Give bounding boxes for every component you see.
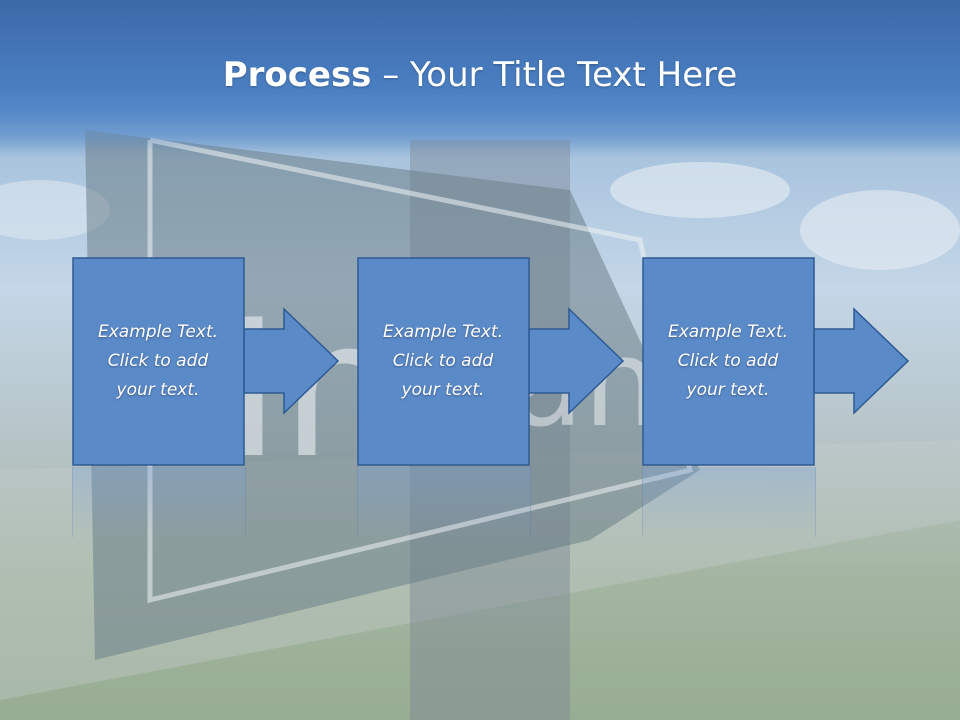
step-text-line-1: Example Text. — [97, 321, 219, 342]
step-text-line-3: your text. — [116, 379, 200, 400]
step-text-line-3: your text. — [686, 379, 770, 400]
process-step-1[interactable]: Example Text. Click to add your text. — [72, 257, 340, 537]
step-text-line-1: Example Text. — [667, 321, 789, 342]
step-arrow-shape — [357, 257, 625, 466]
process-step-3[interactable]: Example Text. Click to add your text. — [642, 257, 910, 537]
step-text-line-3: your text. — [401, 379, 485, 400]
title-rest-part: – Your Title Text Here — [382, 55, 738, 95]
step-reflection — [357, 467, 531, 537]
step-text-line-2: Click to add — [107, 350, 209, 371]
step-arrow-shape — [642, 257, 910, 466]
step-text[interactable]: Example Text. Click to add your text. — [357, 257, 529, 465]
step-text-line-1: Example Text. — [382, 321, 504, 342]
process-step-2[interactable]: Example Text. Click to add your text. — [357, 257, 625, 537]
step-reflection — [72, 467, 246, 537]
step-text-line-2: Click to add — [677, 350, 779, 371]
step-text-line-2: Click to add — [392, 350, 494, 371]
step-reflection — [642, 467, 816, 537]
title-bold-part: Process — [222, 55, 372, 95]
slide-title[interactable]: Process – Your Title Text Here — [0, 52, 960, 98]
header-band — [0, 0, 960, 150]
step-text[interactable]: Example Text. Click to add your text. — [72, 257, 244, 465]
step-text[interactable]: Example Text. Click to add your text. — [642, 257, 814, 465]
step-arrow-shape — [72, 257, 340, 466]
